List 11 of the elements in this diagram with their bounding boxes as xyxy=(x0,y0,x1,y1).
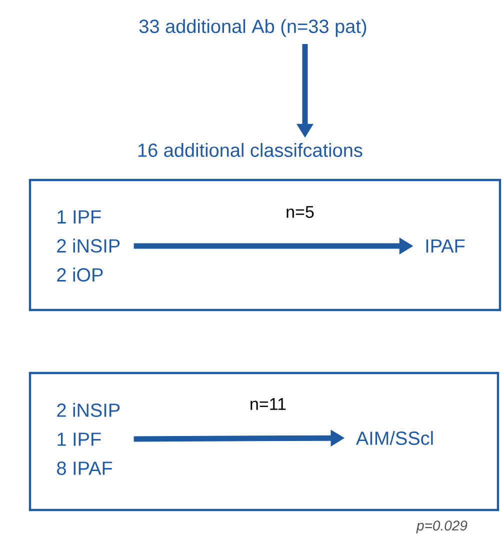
group-box xyxy=(28,372,500,512)
edge-label: n=11 xyxy=(250,398,286,410)
edge-label: n=5 xyxy=(286,206,314,218)
result-text: AIM/SScl xyxy=(356,431,433,445)
group-box xyxy=(28,178,502,312)
result-text: IPAF xyxy=(426,239,465,253)
heading-text: 33 additional Ab (n=33 pat) xyxy=(139,19,366,37)
item-list: 1 IPF 2 iNSIP 2 iOP xyxy=(57,210,120,282)
note-text: p=0.029 xyxy=(416,520,468,534)
heading-text: 16 additional classifcations xyxy=(138,143,362,157)
item-list: 2 iNSIP 1 IPF 8 IPAF xyxy=(57,403,120,475)
